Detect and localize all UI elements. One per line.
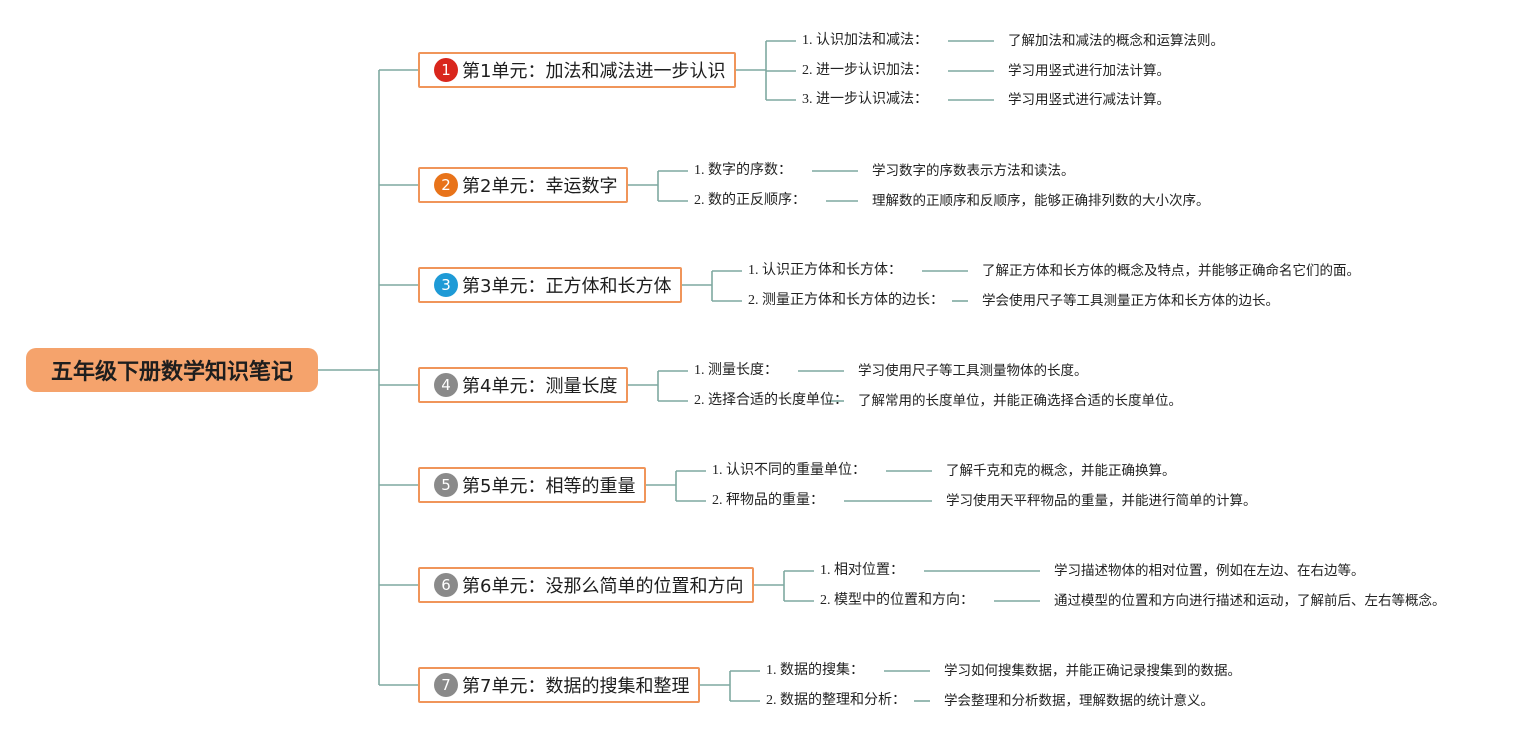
topic-label[interactable]: 2. 测量正方体和长方体的边长： (748, 293, 944, 308)
unit-number-badge: 7 (434, 673, 458, 697)
topic-description[interactable]: 学习数字的序数表示方法和读法。 (872, 163, 1075, 179)
topic-description[interactable]: 通过模型的位置和方向进行描述和运动，了解前后、左右等概念。 (1054, 593, 1446, 609)
topic-label[interactable]: 2. 模型中的位置和方向： (820, 593, 974, 608)
unit-label: 第3单元：正方体和长方体 (462, 276, 672, 297)
topic-description[interactable]: 学习用竖式进行加法计算。 (1008, 63, 1170, 79)
unit-number-badge: 4 (434, 373, 458, 397)
topic-label[interactable]: 3. 进一步认识减法： (802, 92, 928, 107)
topic-label[interactable]: 1. 数字的序数： (694, 163, 792, 178)
topic-label[interactable]: 2. 秤物品的重量： (712, 493, 824, 508)
topic-label[interactable]: 1. 测量长度： (694, 363, 778, 378)
topic-description[interactable]: 了解常用的长度单位，并能正确选择合适的长度单位。 (858, 393, 1182, 409)
topic-label[interactable]: 2. 进一步认识加法： (802, 63, 928, 78)
topic-description[interactable]: 学习使用天平秤物品的重量，并能进行简单的计算。 (946, 493, 1257, 509)
topic-description[interactable]: 学习用竖式进行减法计算。 (1008, 92, 1170, 108)
topic-description[interactable]: 学习使用尺子等工具测量物体的长度。 (858, 363, 1088, 379)
topic-description[interactable]: 了解加法和减法的概念和运算法则。 (1008, 33, 1224, 49)
unit-label: 第5单元：相等的重量 (462, 476, 636, 497)
unit-number-badge: 5 (434, 473, 458, 497)
topic-label[interactable]: 1. 相对位置： (820, 563, 904, 578)
topic-label[interactable]: 1. 认识不同的重量单位： (712, 463, 866, 478)
topic-label[interactable]: 2. 选择合适的长度单位： (694, 393, 848, 408)
unit-label: 第2单元：幸运数字 (462, 176, 618, 197)
unit-label: 第6单元：没那么简单的位置和方向 (462, 576, 744, 597)
topic-label[interactable]: 1. 认识加法和减法： (802, 33, 928, 48)
topic-label[interactable]: 2. 数的正反顺序： (694, 193, 806, 208)
unit-label: 第7单元：数据的搜集和整理 (462, 676, 690, 697)
topic-label[interactable]: 2. 数据的整理和分析： (766, 693, 906, 708)
unit-number-badge: 1 (434, 58, 458, 82)
root-topic[interactable]: 五年级下册数学知识笔记 (26, 348, 318, 392)
topic-description[interactable]: 学会整理和分析数据，理解数据的统计意义。 (944, 693, 1214, 709)
topic-label[interactable]: 1. 数据的搜集： (766, 663, 864, 678)
topic-label[interactable]: 1. 认识正方体和长方体： (748, 263, 902, 278)
topic-description[interactable]: 了解千克和克的概念，并能正确换算。 (946, 463, 1176, 479)
topic-description[interactable]: 理解数的正顺序和反顺序，能够正确排列数的大小次序。 (872, 193, 1210, 209)
topic-description[interactable]: 了解正方体和长方体的概念及特点，并能够正确命名它们的面。 (982, 263, 1360, 279)
topic-description[interactable]: 学习描述物体的相对位置，例如在左边、在右边等。 (1054, 563, 1365, 579)
unit-label: 第1单元：加法和减法进一步认识 (462, 61, 726, 82)
topic-description[interactable]: 学会使用尺子等工具测量正方体和长方体的边长。 (982, 293, 1279, 309)
topic-description[interactable]: 学习如何搜集数据，并能正确记录搜集到的数据。 (944, 663, 1241, 679)
unit-number-badge: 6 (434, 573, 458, 597)
unit-number-badge: 2 (434, 173, 458, 197)
unit-label: 第4单元：测量长度 (462, 376, 618, 397)
unit-number-badge: 3 (434, 273, 458, 297)
